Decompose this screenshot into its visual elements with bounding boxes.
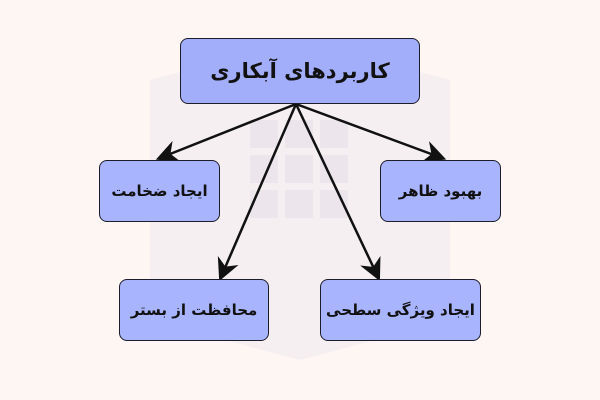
root-node-label: کاربردهای آبکاری [210, 59, 390, 83]
node-surface-property-label: ایجاد ویژگی سطحی [326, 301, 475, 319]
node-substrate-protection: محافظت از بستر [119, 279, 269, 341]
node-create-thickness-label: ایجاد ضخامت [111, 182, 208, 200]
node-surface-property: ایجاد ویژگی سطحی [320, 279, 481, 341]
arrow-to-surface [294, 103, 381, 282]
root-node: کاربردهای آبکاری [180, 38, 420, 104]
node-substrate-protection-label: محافظت از بستر [130, 301, 258, 319]
arrow-to-appearance [295, 102, 447, 163]
node-improve-appearance-label: بهبود ظاهر [398, 182, 483, 200]
arrow-to-thickness [155, 102, 297, 162]
node-create-thickness: ایجاد ضخامت [99, 160, 220, 222]
arrow-to-protection [217, 103, 298, 282]
node-improve-appearance: بهبود ظاهر [380, 160, 501, 222]
